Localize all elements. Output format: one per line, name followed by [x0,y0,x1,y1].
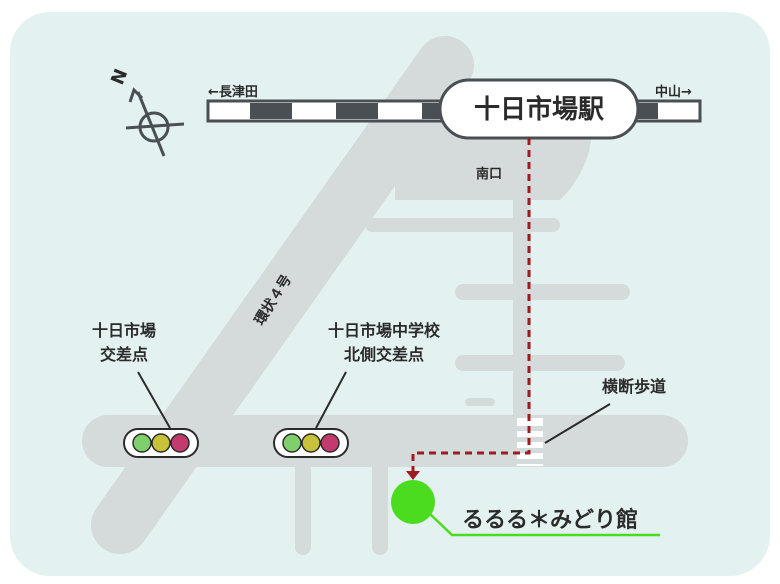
destination-marker [391,480,435,524]
intersection-1-leader [137,371,171,429]
station-box: 十日市場駅 [438,78,640,140]
side-road-4 [465,398,495,406]
traffic-light-icon [273,428,349,458]
compass-icon [125,87,185,157]
south-road-2 [372,455,388,555]
crossing-leader [544,403,611,444]
intersection-2-label-line2: 北側交差点 [344,345,424,364]
south-road-1 [295,455,311,555]
crossing-label: 横断歩道 [602,377,666,396]
rail-direction-left: ←長津田 [208,84,258,100]
side-road-2 [455,284,630,300]
intersection-1-label-line2: 交差点 [100,345,148,364]
station-name: 十日市場駅 [474,94,604,125]
intersection-2-leader [315,371,347,429]
destination-leader [429,513,660,537]
destination-label: るるる＊みどり館 [462,507,638,533]
south-exit-label: 南口 [476,166,502,182]
intersection-1-label-line1: 十日市場 [92,321,156,340]
side-road-1 [365,218,560,232]
side-road-3 [455,355,625,371]
intersection-2-label-line1: 十日市場中学校 [328,321,441,340]
traffic-light-icon [123,428,199,458]
north-south-road [513,145,531,445]
rail-direction-right: 中山→ [655,84,692,100]
compass-north-label: N [107,66,132,88]
walking-route [411,138,531,472]
route-arrow-icon [406,471,420,480]
